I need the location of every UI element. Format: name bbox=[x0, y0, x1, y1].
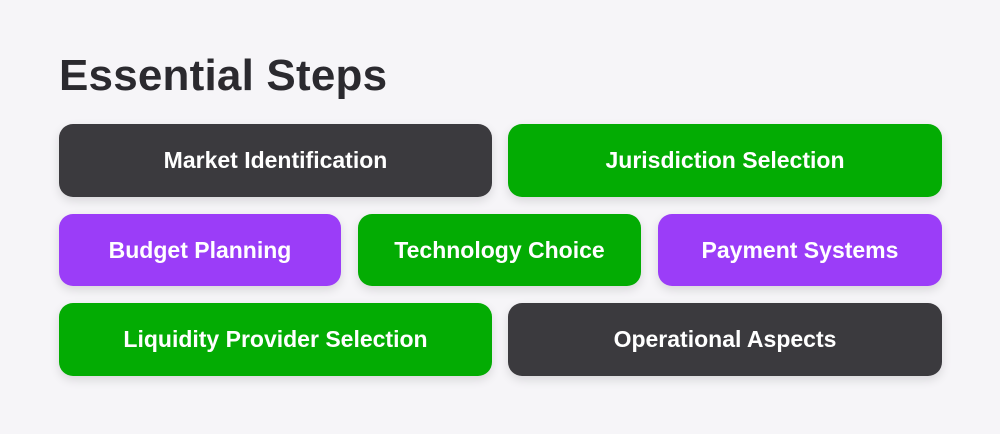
step-liquidity-provider-selection: Liquidity Provider Selection bbox=[59, 303, 492, 376]
step-technology-choice: Technology Choice bbox=[358, 214, 641, 286]
diagram-title: Essential Steps bbox=[59, 51, 388, 100]
step-operational-aspects: Operational Aspects bbox=[508, 303, 942, 376]
step-budget-planning: Budget Planning bbox=[59, 214, 341, 286]
step-market-identification: Market Identification bbox=[59, 124, 492, 197]
step-payment-systems: Payment Systems bbox=[658, 214, 942, 286]
step-jurisdiction-selection: Jurisdiction Selection bbox=[508, 124, 942, 197]
